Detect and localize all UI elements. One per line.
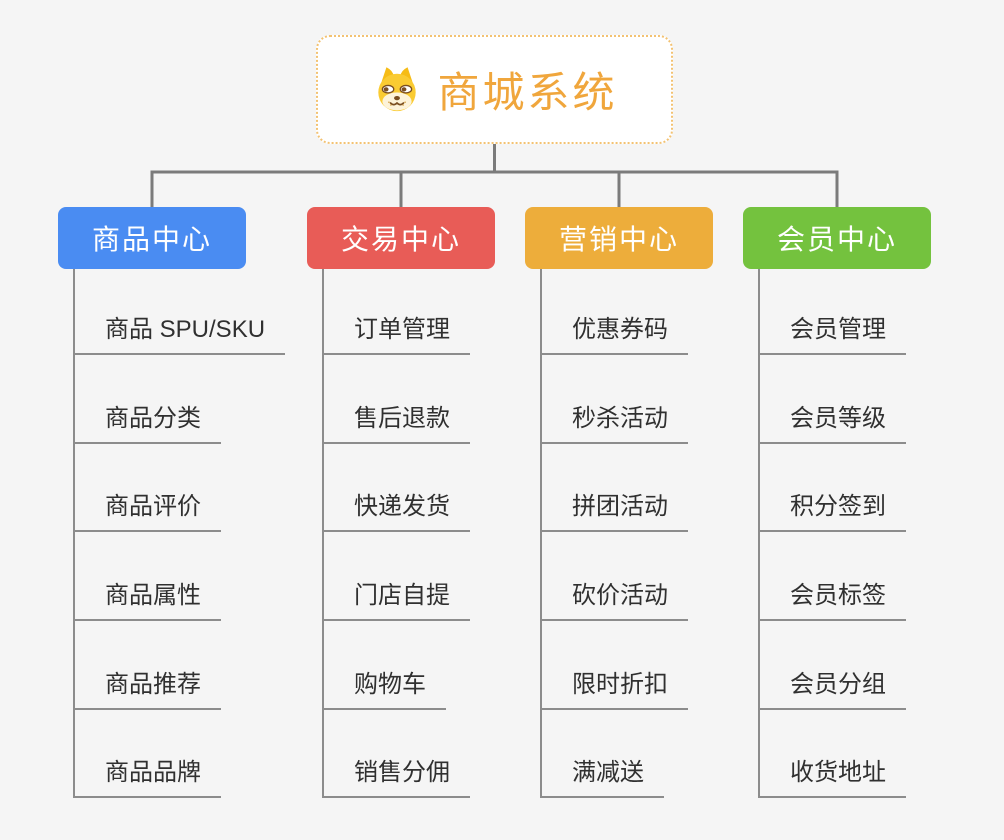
branch-spine	[73, 269, 75, 798]
leaf-node[interactable]: 购物车	[322, 668, 446, 710]
branch-spine	[322, 269, 324, 798]
leaf-node[interactable]: 砍价活动	[540, 579, 688, 621]
leaf-node[interactable]: 积分签到	[758, 490, 906, 532]
leaf-node[interactable]: 秒杀活动	[540, 402, 688, 444]
leaf-node[interactable]: 会员等级	[758, 402, 906, 444]
leaf-node[interactable]: 会员分组	[758, 668, 906, 710]
leaf-node[interactable]: 售后退款	[322, 402, 470, 444]
leaf-node[interactable]: 商品评价	[73, 490, 221, 532]
leaf-node[interactable]: 拼团活动	[540, 490, 688, 532]
dog-face-icon	[378, 66, 417, 111]
leaf-node[interactable]: 商品推荐	[73, 668, 221, 710]
leaf-node[interactable]: 门店自提	[322, 579, 470, 621]
branch-spine	[758, 269, 760, 798]
branch-trade-center[interactable]: 交易中心	[307, 207, 495, 269]
root-label: 商城系统	[437, 69, 618, 116]
leaf-node[interactable]: 满减送	[540, 756, 664, 798]
branch-member-center[interactable]: 会员中心	[743, 207, 931, 269]
leaf-node[interactable]: 销售分佣	[322, 756, 470, 798]
leaf-node[interactable]: 商品品牌	[73, 756, 221, 798]
leaf-node[interactable]: 订单管理	[322, 313, 470, 355]
branch-product-center[interactable]: 商品中心	[58, 207, 246, 269]
leaf-node[interactable]: 会员管理	[758, 313, 906, 355]
branch-spine	[540, 269, 542, 798]
leaf-node[interactable]: 商品属性	[73, 579, 221, 621]
leaf-node[interactable]: 优惠券码	[540, 313, 688, 355]
leaf-node[interactable]: 限时折扣	[540, 668, 688, 710]
leaf-node[interactable]: 收货地址	[758, 756, 906, 798]
leaf-node[interactable]: 商品分类	[73, 402, 221, 444]
leaf-node[interactable]: 会员标签	[758, 579, 906, 621]
leaf-node[interactable]: 商品 SPU/SKU	[73, 313, 286, 355]
branch-marketing-center[interactable]: 营销中心	[525, 207, 713, 269]
root-node[interactable]: 商城系统	[316, 35, 673, 144]
leaf-node[interactable]: 快递发货	[322, 490, 470, 532]
